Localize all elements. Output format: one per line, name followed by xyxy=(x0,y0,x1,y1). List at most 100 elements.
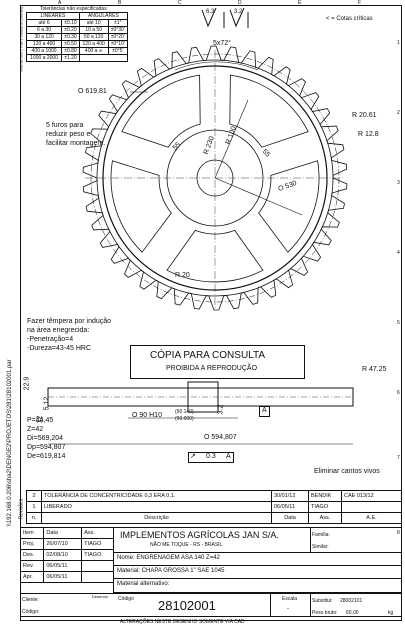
material-alt: Material alternativo: xyxy=(117,581,170,587)
rev-by: BENDIK xyxy=(308,490,342,502)
revision-header: n. Descrição Data Ass. A.E. xyxy=(26,512,402,524)
runout-value: 0.3 xyxy=(206,453,216,460)
hardening-note: Fazer têmpera por indução xyxy=(27,318,112,325)
lightening-hole xyxy=(166,229,264,283)
angular-header: ANGULARES xyxy=(78,12,129,20)
revision-row: 1 LIBERADO 06/05/11 TIAGO xyxy=(26,501,402,513)
column-letter: E xyxy=(298,0,302,6)
row-number: 6 xyxy=(397,390,400,396)
tol-cell: ±0.10 xyxy=(61,19,80,27)
tol-cell: 30 a 120 xyxy=(25,33,63,41)
lightening-hole xyxy=(229,74,309,148)
column-letter: C xyxy=(178,0,182,6)
runout-symbol: ↗ xyxy=(190,453,196,460)
column-letter: A xyxy=(58,0,62,6)
gear-spec: Dp=594,807 xyxy=(27,444,66,451)
outer-diameter-label: O 619.81 xyxy=(78,88,107,95)
revisions-side-label: Revisões xyxy=(18,498,25,520)
file-path: \\192.168.0.206\sha2\DENGE2\PROJETOS\281… xyxy=(7,359,13,527)
drawing-code: 28102001 xyxy=(158,598,216,613)
lightening-holes xyxy=(110,74,320,283)
tol-cell: 400 a 1000 xyxy=(25,47,63,55)
tol-cell: até 10 xyxy=(78,19,109,27)
rev-desc: LIBERADO xyxy=(41,501,272,513)
tb-date: 06/05/11 xyxy=(43,560,83,572)
datum-a-box xyxy=(259,406,270,417)
angle-label: 5x72° xyxy=(213,40,231,47)
revision-row: 2 TOLERÂNCIA DE CONCENTRICIDADE 0,3 ERA … xyxy=(26,490,402,502)
runout-frame xyxy=(188,452,234,463)
column-letter: B xyxy=(118,0,122,6)
revisions-table: 2 TOLERÂNCIA DE CONCENTRICIDADE 0,3 ERA … xyxy=(26,490,402,524)
runout-datum: A xyxy=(226,453,231,460)
drawing-border xyxy=(20,5,402,621)
family-label: Família: xyxy=(312,532,330,538)
bore-tol-lower: (90.000) xyxy=(175,416,194,422)
rev-header: Ass. xyxy=(308,512,342,524)
row-number: 4 xyxy=(397,250,400,256)
cad-footer: ALTERAÇÕES NESTE DESENHO SOMENTE VIA CAD xyxy=(120,619,245,625)
linear-header: LINEARES xyxy=(26,12,80,20)
diameter-594-label: O 594,807 xyxy=(204,434,237,441)
hardening-note: -Penetração=4 xyxy=(27,336,74,343)
gear-side-view xyxy=(47,381,354,445)
bore-tol-upper: (90.140) xyxy=(175,409,194,415)
surface-finish-symbol xyxy=(201,7,249,28)
dim-line-r230 xyxy=(214,99,249,179)
tb-item: Des. xyxy=(19,549,45,561)
gear-spec: Z=42 xyxy=(27,426,44,433)
gear-front-view xyxy=(82,45,348,311)
root-radius-label: R 12.8 xyxy=(358,131,379,138)
tb-sign: TIAGO xyxy=(81,549,114,561)
dim-line-o530 xyxy=(214,177,303,216)
tol-cell: ±0.20 xyxy=(61,26,80,34)
lightening-hole xyxy=(110,160,172,253)
tol-cell: ±0.30 xyxy=(61,33,80,41)
rev-date: 06/05/11 xyxy=(271,501,309,513)
gear-spec: De=619,814 xyxy=(27,453,66,460)
tb-item: Proj. xyxy=(19,538,45,550)
replaces-value: 28002101 xyxy=(340,598,363,604)
bore-label: O 90 H10 xyxy=(132,412,162,419)
tol-cell: até 6 xyxy=(25,19,63,27)
bore-depth: 3.2 xyxy=(217,404,225,415)
scale-label: Escala xyxy=(282,596,298,602)
rev-n: 2 xyxy=(26,490,42,502)
tb-sign xyxy=(81,571,114,583)
rev-n: 1 xyxy=(26,501,42,513)
rev-header: Data xyxy=(271,512,309,524)
tb-item: Rev. xyxy=(19,560,45,572)
rev-desc: TOLERÂNCIA DE CONCENTRICIDADE 0,3 ERA 0,… xyxy=(41,490,272,502)
tb-sign: TIAGO xyxy=(81,538,114,550)
side-view-hub xyxy=(187,381,219,413)
surface-finish-value: 3.2 xyxy=(234,9,243,15)
scale-value: - xyxy=(287,606,289,612)
tol-cell: ±1° xyxy=(107,19,129,27)
gear-spec: Di=569,204 xyxy=(27,435,64,442)
tol-cell: ±1.20 xyxy=(61,54,80,62)
radius-20-label: R 20 xyxy=(175,272,190,279)
tb-date: 02/08/10 xyxy=(43,549,83,561)
code-label: Código: xyxy=(22,609,40,615)
holes-note-line: facilitar montagem. xyxy=(46,140,106,147)
angle-arc xyxy=(174,61,259,71)
tol-cell: 1000 a 2000 xyxy=(25,54,63,62)
column-letter: D xyxy=(238,0,242,6)
title-block-main xyxy=(113,527,402,593)
tb-item: Apr. xyxy=(19,571,45,583)
critical-dims-note: < = Cotas críticas xyxy=(326,16,373,22)
lightening-hole xyxy=(258,160,320,253)
holes-note-line: reduzir peso e xyxy=(46,131,91,138)
title-block-code xyxy=(20,593,402,617)
row-number: 3 xyxy=(397,180,400,186)
lightening-hole xyxy=(121,74,201,148)
designer-label: Desenho xyxy=(92,594,109,599)
tb-header: Data xyxy=(43,527,83,539)
rev-date: 30/01/12 xyxy=(271,490,309,502)
copy-stamp xyxy=(130,345,305,379)
rev-ae xyxy=(341,501,402,513)
weight-label: Peso bruto: xyxy=(312,610,338,616)
row-number: 7 xyxy=(397,455,400,461)
